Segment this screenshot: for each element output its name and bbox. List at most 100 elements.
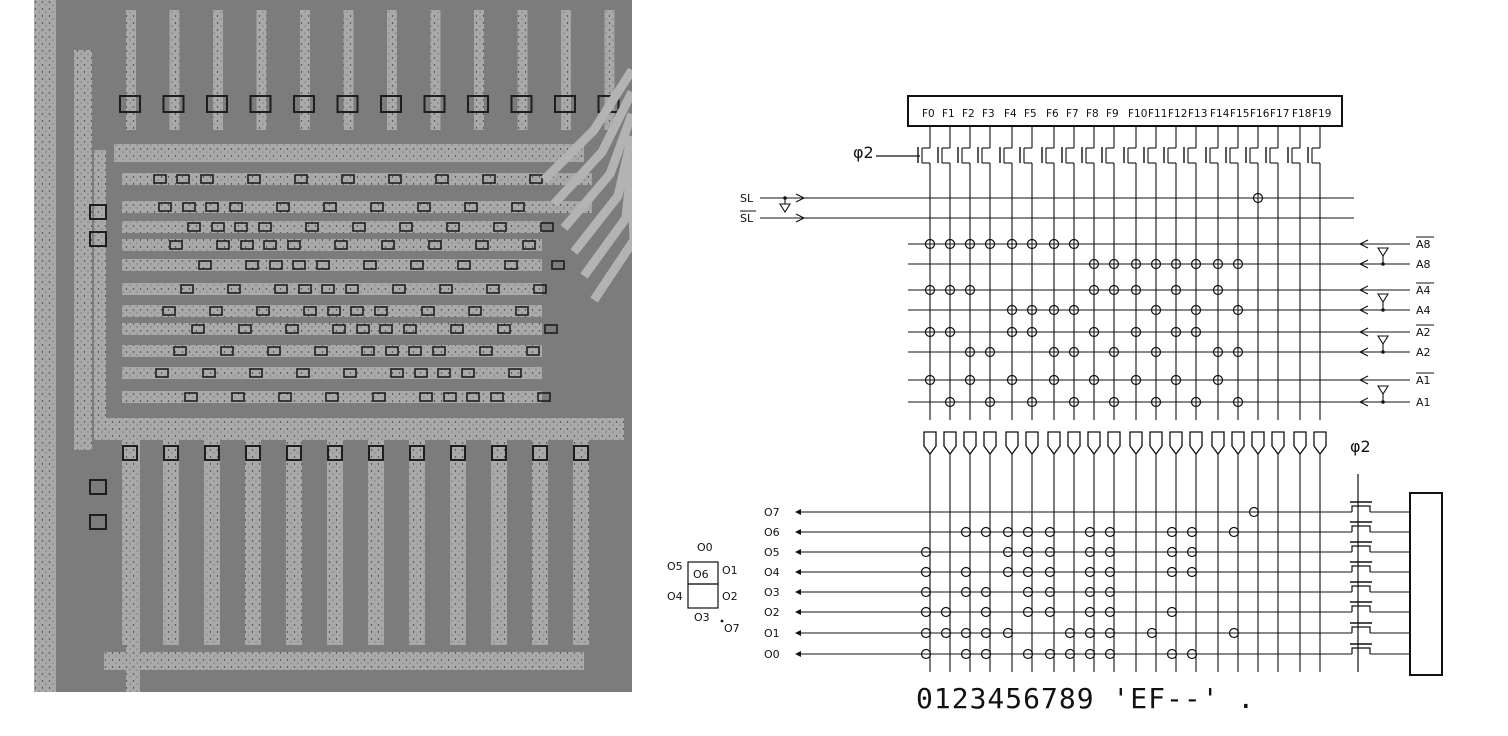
or-connection	[1166, 546, 1178, 558]
or-connection	[920, 546, 932, 558]
and-connection	[1088, 258, 1100, 270]
metal-trace	[245, 440, 261, 645]
and-connection	[1068, 304, 1080, 316]
contact	[292, 260, 306, 270]
and-connection	[1006, 374, 1018, 386]
and-connection	[984, 238, 996, 250]
column-label: F11	[1148, 108, 1167, 120]
output-label: O2	[764, 606, 780, 619]
contact	[334, 240, 348, 250]
metal-trace	[517, 10, 528, 130]
metal-trace	[163, 440, 179, 645]
metal-trace	[104, 652, 584, 670]
column-label: F16	[1250, 108, 1270, 120]
contact	[119, 95, 141, 113]
contact	[381, 240, 395, 250]
arrow-left-icon	[795, 569, 801, 575]
or-connection	[1186, 546, 1198, 558]
and-connection	[924, 326, 936, 338]
latch-gate	[1351, 626, 1371, 633]
or-connection	[1104, 648, 1116, 660]
contact	[258, 222, 272, 232]
contact	[209, 306, 223, 316]
and-connection	[1212, 374, 1224, 386]
column-label: F10	[1128, 108, 1147, 120]
or-connection	[960, 648, 972, 660]
arrow-left-icon	[1358, 259, 1369, 269]
input-label-a: A2	[1416, 346, 1431, 359]
contact	[432, 346, 446, 356]
buffer-icon	[1087, 431, 1101, 456]
or-connection	[920, 627, 932, 639]
contact	[450, 324, 464, 334]
column-label: F1	[942, 108, 955, 120]
contact	[173, 346, 187, 356]
and-connection	[1150, 258, 1162, 270]
contact	[343, 368, 357, 378]
and-connection	[944, 238, 956, 250]
metal-trace	[450, 440, 466, 645]
contact	[238, 324, 252, 334]
contact	[486, 284, 500, 294]
latch-gate	[1351, 545, 1371, 552]
contact	[247, 174, 261, 184]
or-connection	[980, 627, 992, 639]
buffer-icon	[1231, 431, 1245, 456]
contact	[508, 368, 522, 378]
contact	[356, 324, 370, 334]
or-connection	[1002, 546, 1014, 558]
or-connection	[1166, 526, 1178, 538]
or-connection	[980, 648, 992, 660]
arrow-left-icon	[1358, 375, 1369, 385]
contact	[537, 392, 551, 402]
and-connection	[1048, 304, 1060, 316]
and-connection	[1108, 396, 1120, 408]
contact	[321, 284, 335, 294]
contact	[294, 174, 308, 184]
and-connection	[1048, 346, 1060, 358]
metal-trace	[573, 440, 589, 645]
or-connection	[960, 566, 972, 578]
and-connection	[924, 374, 936, 386]
contact	[180, 284, 194, 294]
and-connection	[1252, 192, 1264, 204]
contact	[504, 260, 518, 270]
contact	[345, 284, 359, 294]
contact	[446, 222, 460, 232]
inverter-icon	[1377, 247, 1389, 258]
and-connection	[1232, 258, 1244, 270]
or-connection	[1104, 606, 1116, 618]
contact	[293, 95, 315, 113]
seg-label-bl: O4	[667, 590, 683, 603]
contact	[510, 95, 533, 113]
arrow-left-icon	[1358, 305, 1369, 315]
contact	[490, 392, 504, 402]
and-connection	[1170, 284, 1182, 296]
or-connection	[1186, 566, 1198, 578]
or-connection	[1044, 586, 1056, 598]
seg-label-bottom: O3	[694, 611, 710, 624]
contact	[153, 174, 167, 184]
column-label: F15	[1230, 108, 1249, 120]
contact	[467, 95, 489, 113]
metal-trace	[474, 10, 484, 130]
and-connection	[1048, 238, 1060, 250]
clock-label-right: φ2	[1350, 437, 1371, 456]
metal-trace	[122, 221, 542, 233]
or-connection	[1064, 648, 1076, 660]
contact	[249, 368, 263, 378]
metal-trace	[368, 440, 384, 645]
latch-gate	[1351, 647, 1371, 654]
or-connection	[1104, 586, 1116, 598]
metal-trace	[169, 10, 180, 130]
column-label: F18	[1292, 108, 1311, 120]
or-connection	[1166, 606, 1178, 618]
and-connection	[1130, 284, 1142, 296]
contact	[220, 346, 234, 356]
contact	[287, 240, 301, 250]
or-connection	[1104, 546, 1116, 558]
metal-trace	[560, 112, 632, 231]
buffer-icon	[963, 431, 977, 456]
arrow-left-icon	[795, 529, 801, 535]
and-connection	[1150, 396, 1162, 408]
